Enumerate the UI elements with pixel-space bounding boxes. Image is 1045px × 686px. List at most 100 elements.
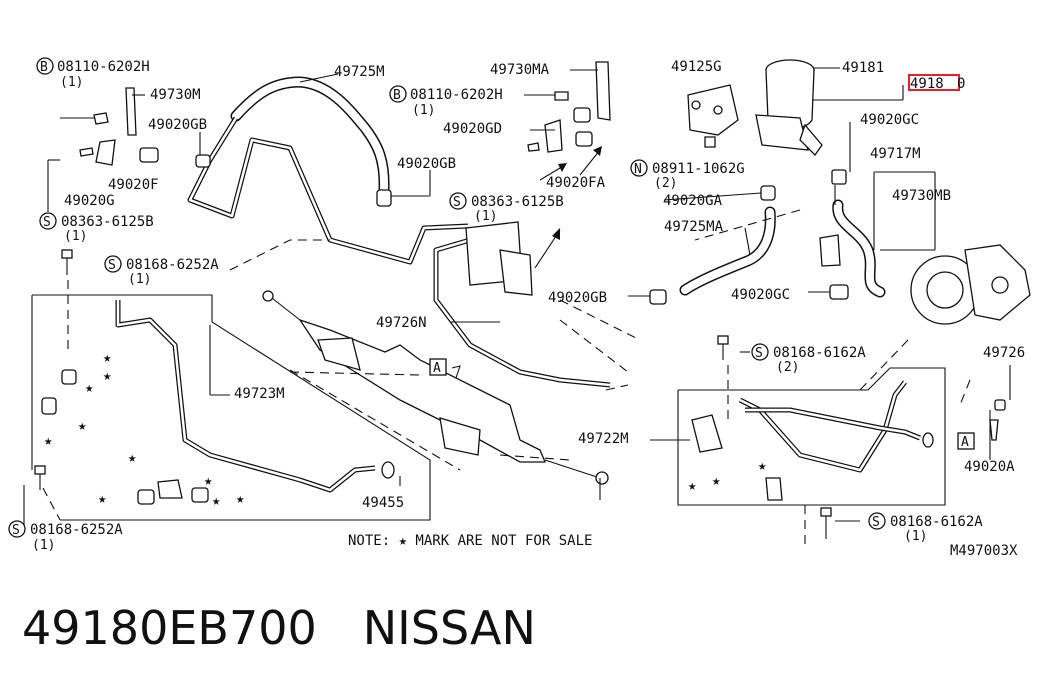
footer: 49180EB700 NISSAN [22, 598, 536, 658]
label-49020gb-top: 49020GB [148, 117, 207, 133]
fastener-labels: B 08110-6202H (1) B 08110-6202H (1) S 08… [8, 57, 983, 553]
prefix-s-2: S [453, 195, 461, 210]
label-49020ga: 49020GA [663, 193, 723, 209]
hose-49725ma [679, 206, 776, 296]
star-11: ★ [758, 458, 767, 474]
prefix-s-3: S [108, 258, 116, 273]
prefix-n-1: N [634, 162, 642, 177]
fastener-s4-qty: (1) [32, 538, 55, 553]
oil-cooler [465, 221, 533, 296]
label-49020gc-bot: 49020GC [731, 287, 790, 303]
bracket-49125g [687, 84, 739, 136]
star-2: ★ [103, 368, 112, 384]
fastener-s6-qty: (1) [904, 529, 927, 544]
direction-arrows [534, 146, 602, 269]
part-labels: 49725M 49730MA 49125G 49181 4918 0 49020… [64, 59, 1025, 559]
label-49020gb-bot: 49020GB [548, 290, 607, 306]
label-49725m: 49725M [334, 64, 385, 80]
callout-a-marks: A A [429, 358, 975, 450]
fastener-n1-code: 08911-1062G [652, 161, 745, 177]
prefix-s-6: S [872, 515, 880, 530]
fastener-b1-code: 08110-6202H [57, 59, 150, 75]
star-6: ★ [128, 450, 137, 466]
label-49020gc-top: 49020GC [860, 112, 919, 128]
reservoir-tank [755, 59, 823, 157]
clips [41, 61, 1006, 505]
fastener-s3-code: 08168-6252A [126, 257, 219, 273]
circle-s-icon [8, 520, 26, 538]
fastener-n1-qty: (2) [654, 176, 677, 191]
circle-b-icon [36, 57, 54, 75]
hose-49717m [832, 199, 886, 298]
fastener-b2-code: 08110-6202H [410, 87, 503, 103]
label-49180-prefix: 4918 [910, 76, 944, 92]
diagram-id: M497003X [950, 543, 1018, 559]
circle-s-icon [39, 212, 57, 230]
prefix-b-2: B [393, 88, 401, 103]
label-49125g: 49125G [671, 59, 722, 75]
callout-a-1: A [433, 361, 441, 376]
label-49020f: 49020F [108, 177, 159, 193]
star-3: ★ [85, 380, 94, 396]
part-number: 49180EB700 [22, 601, 317, 655]
label-49730mb: 49730MB [892, 188, 951, 204]
label-49180-cut: 0 [957, 76, 965, 92]
prefix-s-5: S [755, 346, 763, 361]
label-49020gd: 49020GD [443, 121, 502, 137]
fastener-s1-qty: (1) [64, 229, 87, 244]
dashed-guides [42, 209, 971, 545]
circle-b-icon [389, 85, 407, 103]
circle-s-icon [751, 343, 769, 361]
fastener-s1-code: 08363-6125B [61, 214, 154, 230]
star-mark-icon: ★ ★ ★ ★ ★ ★ ★ ★ ★ ★ ★ ★ ★ [44, 350, 767, 509]
star-12: ★ [688, 478, 697, 494]
star-4: ★ [78, 418, 87, 434]
circle-s-icon [449, 192, 467, 210]
pipe-left-loop [187, 116, 469, 265]
circle-s-icon [868, 512, 886, 530]
brand-name: NISSAN [362, 601, 536, 655]
fastener-s5-code: 08168-6162A [773, 345, 866, 361]
label-49726n: 49726N [376, 315, 427, 331]
fastener-b1-qty: (1) [60, 75, 83, 90]
star-8: ★ [212, 493, 221, 509]
label-49725ma: 49725MA [664, 219, 724, 235]
label-49455: 49455 [362, 495, 404, 511]
label-49723m: 49723M [234, 386, 285, 402]
label-49726: 49726 [983, 345, 1025, 361]
star-13: ★ [712, 473, 721, 489]
prefix-b-1: B [40, 60, 48, 75]
fastener-s2-qty: (1) [474, 209, 497, 224]
fastener-b2-qty: (1) [412, 103, 435, 118]
label-49181: 49181 [842, 60, 884, 76]
highlight-box [908, 74, 960, 91]
fastener-s5-qty: (2) [776, 360, 799, 375]
fastener-s2-code: 08363-6125B [471, 194, 564, 210]
leader-lines [23, 67, 1011, 525]
label-49717m: 49717M [870, 146, 921, 162]
circle-n-icon [630, 159, 648, 177]
label-49722m: 49722M [578, 431, 629, 447]
label-49020gb-mid: 49020GB [397, 156, 456, 172]
star-1: ★ [103, 350, 112, 366]
prefix-s-1: S [43, 215, 51, 230]
star-7: ★ [204, 473, 213, 489]
hose-49725m [230, 76, 390, 196]
fastener-s4-code: 08168-6252A [30, 522, 123, 538]
label-49730ma: 49730MA [490, 62, 550, 78]
fastener-s6-code: 08168-6162A [890, 514, 983, 530]
power-steering-pump [910, 244, 1031, 325]
star-5: ★ [44, 433, 53, 449]
callout-a-2: A [961, 435, 969, 450]
pipe-49723m [115, 300, 376, 493]
label-49020g: 49020G [64, 193, 115, 209]
star-9: ★ [98, 491, 107, 507]
power-steering-parts-diagram: ★ ★ ★ ★ ★ ★ ★ ★ ★ ★ ★ ★ ★ [8, 57, 1031, 559]
star-10: ★ [236, 491, 245, 507]
pipe-49722m [738, 380, 921, 473]
bolt-icon [34, 91, 832, 530]
label-49020a: 49020A [964, 459, 1015, 475]
fastener-s3-qty: (1) [128, 272, 151, 287]
label-49020fa: 49020FA [546, 175, 606, 191]
not-for-sale-note: NOTE: ★ MARK ARE NOT FOR SALE [348, 533, 592, 549]
